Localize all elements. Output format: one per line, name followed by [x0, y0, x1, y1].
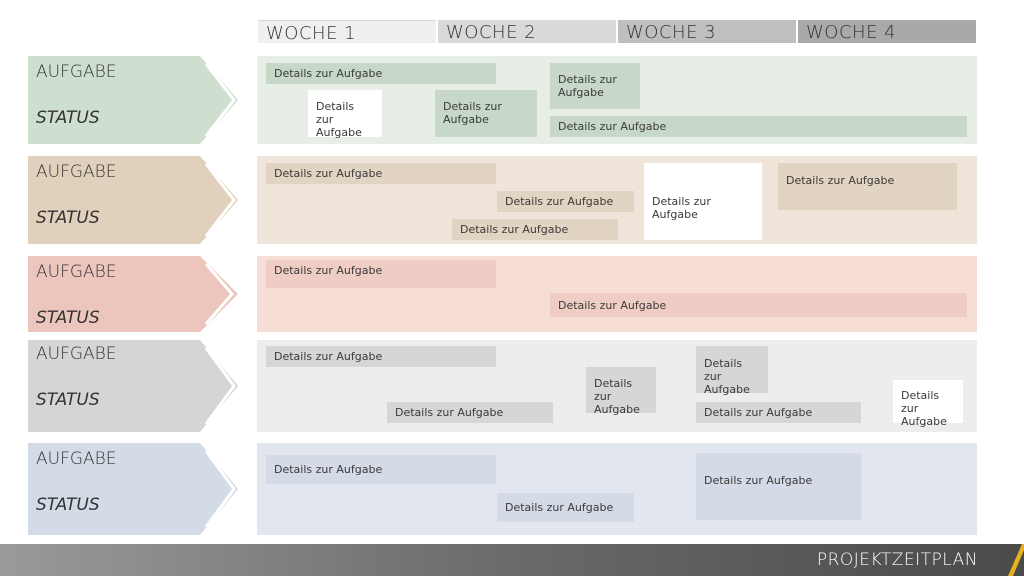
- chevron-arrow-icon: [28, 256, 238, 332]
- task-bar[interactable]: Details zur Aufgabe: [497, 493, 634, 522]
- task-row-4-arrow: AUFGABE STATUS: [28, 340, 240, 432]
- task-bar[interactable]: Details zur Aufgabe: [266, 63, 496, 84]
- task-bar[interactable]: Details zur Aufgabe: [266, 455, 496, 484]
- task-title: AUFGABE: [36, 262, 117, 282]
- task-bar[interactable]: Details zur Aufgabe: [550, 293, 967, 317]
- task-bar[interactable]: Details zur Aufgabe: [696, 453, 861, 520]
- task-status: STATUS: [36, 308, 100, 328]
- chevron-arrow-icon: [28, 56, 238, 144]
- task-bar[interactable]: Details zur Aufgabe: [696, 346, 768, 396]
- task-status: STATUS: [36, 390, 100, 410]
- task-bar[interactable]: Details zur Aufgabe: [586, 367, 656, 416]
- task-bar[interactable]: Details zur Aufgabe: [778, 163, 957, 210]
- task-title: AUFGABE: [36, 344, 117, 364]
- task-bar[interactable]: Details zur Aufgabe: [696, 402, 861, 423]
- task-bar[interactable]: Details zur Aufgabe: [893, 380, 963, 428]
- task-status: STATUS: [36, 108, 100, 128]
- task-bar[interactable]: Details zur Aufgabe: [644, 163, 762, 240]
- task-bar[interactable]: Details zur Aufgabe: [452, 219, 618, 240]
- chevron-arrow-icon: [28, 156, 238, 244]
- task-title: AUFGABE: [36, 62, 117, 82]
- task-status: STATUS: [36, 495, 100, 515]
- task-bar[interactable]: Details zur Aufgabe: [266, 163, 496, 184]
- task-bar[interactable]: Details zur Aufgabe: [550, 63, 640, 109]
- footer-accent-stripe: [1008, 544, 1024, 576]
- chevron-arrow-icon: [28, 443, 238, 535]
- task-row-1-arrow: AUFGABE STATUS: [28, 56, 240, 144]
- task-bar[interactable]: Details zur Aufgabe: [497, 191, 634, 212]
- task-bar[interactable]: Details zur Aufgabe: [550, 116, 967, 137]
- task-status: STATUS: [36, 208, 100, 228]
- task-bar[interactable]: Details zur Aufgabe: [308, 90, 382, 139]
- task-bar[interactable]: Details zur Aufgabe: [266, 346, 496, 367]
- task-row-2-arrow: AUFGABE STATUS: [28, 156, 240, 244]
- task-row-3-arrow: AUFGABE STATUS: [28, 256, 240, 332]
- task-bar[interactable]: Details zur Aufgabe: [387, 402, 553, 423]
- chevron-arrow-icon: [28, 340, 238, 432]
- task-title: AUFGABE: [36, 162, 117, 182]
- task-bar[interactable]: Details zur Aufgabe: [266, 260, 496, 288]
- week-header-4: WOCHE 4: [798, 20, 976, 43]
- footer-title: PROJEKTZEITPLAN: [816, 550, 978, 570]
- footer-bar: PROJEKTZEITPLAN: [0, 544, 1024, 576]
- task-row-5-arrow: AUFGABE STATUS: [28, 443, 240, 535]
- week-header-3: WOCHE 3: [618, 20, 796, 43]
- week-header-1: WOCHE 1: [258, 20, 436, 44]
- task-title: AUFGABE: [36, 449, 117, 469]
- week-header-2: WOCHE 2: [438, 20, 616, 43]
- task-bar[interactable]: Details zur Aufgabe: [435, 90, 537, 137]
